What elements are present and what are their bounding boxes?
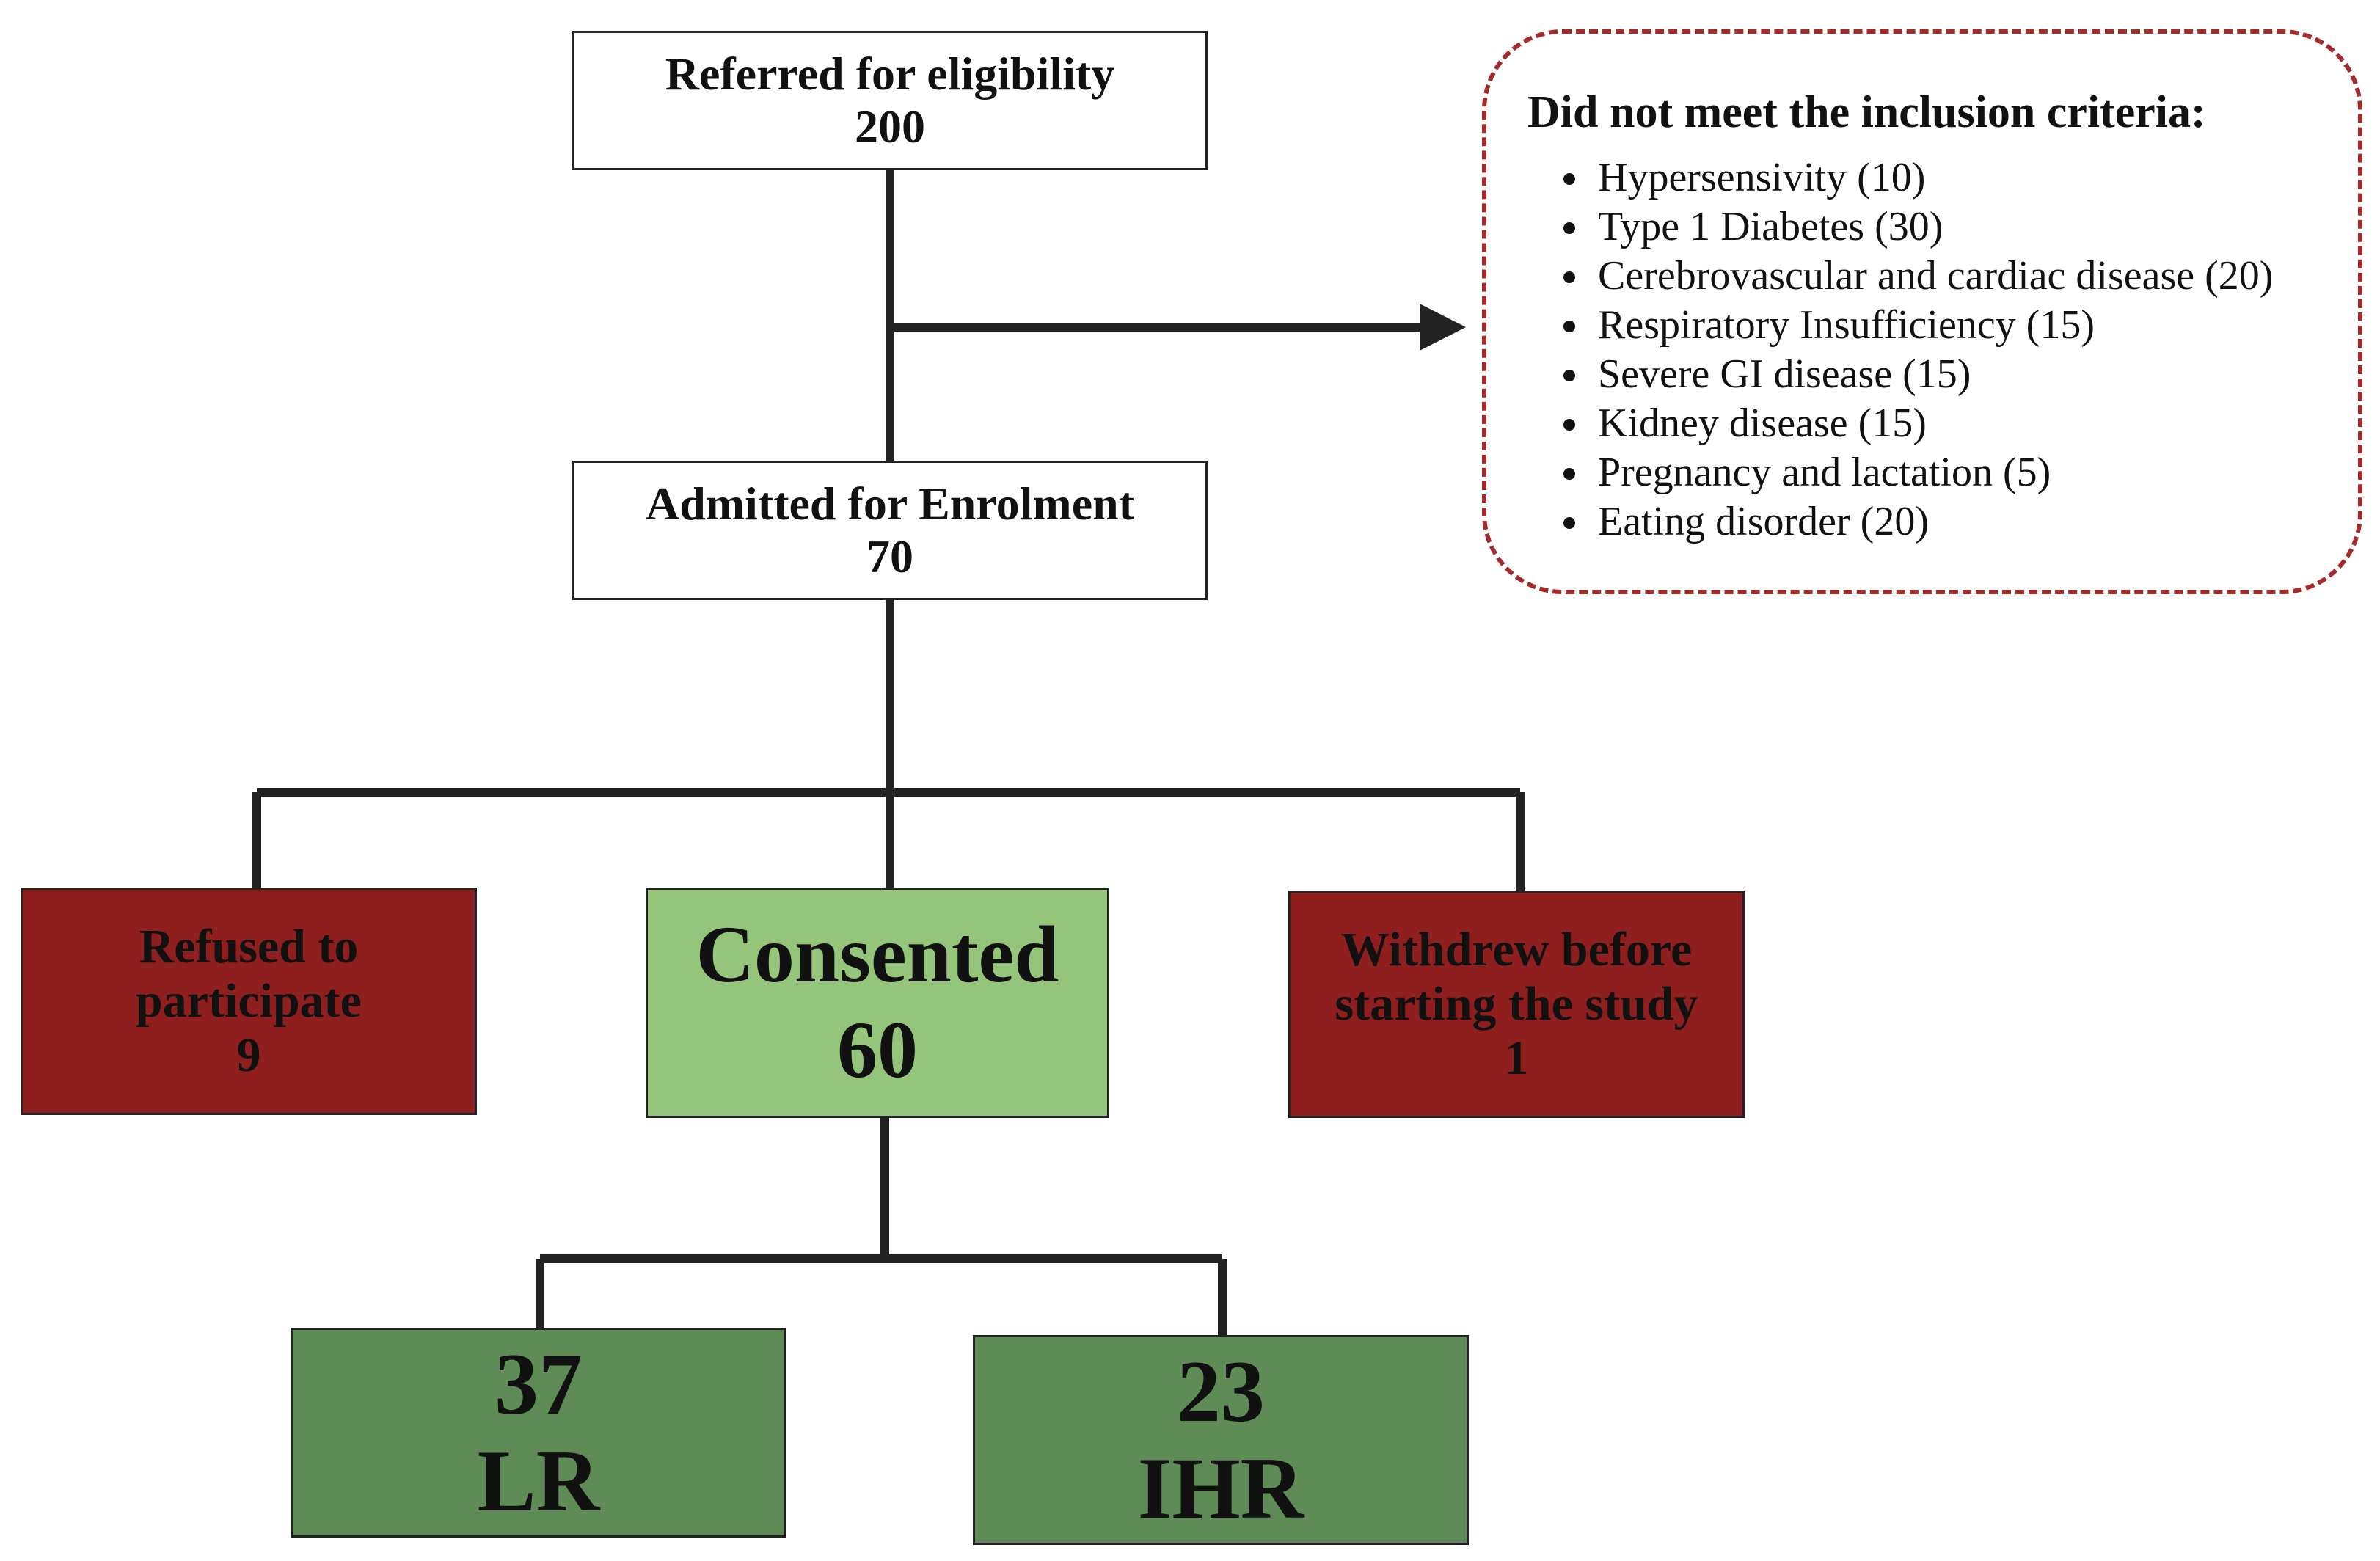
lr-label: LR [477, 1432, 600, 1529]
list-item: Type 1 Diabetes (30) [1592, 202, 2358, 252]
list-item: Respiratory Insufficiency (15) [1592, 301, 2358, 350]
consented-box: Consented 60 [646, 888, 1109, 1118]
list-item: Hypersensivity (10) [1592, 153, 2358, 202]
list-item: Eating disorder (20) [1592, 497, 2358, 546]
withdrew-box: Withdrew before starting the study 1 [1288, 891, 1745, 1118]
ihr-label: IHR [1137, 1439, 1304, 1537]
exclusion-title: Did not meet the inclusion criteria: [1527, 87, 2206, 137]
refused-count: 9 [236, 1028, 261, 1082]
withdrew-count: 1 [1504, 1031, 1529, 1085]
withdrew-label-line1: Withdrew before [1340, 923, 1693, 977]
list-item: Pregnancy and lactation (5) [1592, 448, 2358, 497]
admitted-label: Admitted for Enrolment [645, 478, 1135, 530]
referred-label: Referred for eligibility [665, 48, 1115, 100]
withdrew-label-line2: starting the study [1335, 977, 1698, 1031]
consented-label: Consented [696, 910, 1059, 1000]
consented-count: 60 [837, 1005, 918, 1094]
admitted-count: 70 [866, 530, 913, 582]
arrowhead-icon [1420, 304, 1466, 351]
list-item: Kidney disease (15) [1592, 399, 2358, 448]
list-item: Cerebrovascular and cardiac disease (20) [1592, 252, 2358, 301]
lr-count: 37 [494, 1335, 583, 1433]
exclusion-list: Hypersensivity (10) Type 1 Diabetes (30)… [1527, 153, 2358, 546]
admitted-box: Admitted for Enrolment 70 [572, 461, 1208, 600]
ihr-count: 23 [1177, 1342, 1265, 1440]
list-item: Severe GI disease (15) [1592, 350, 2358, 399]
refused-label-line2: participate [136, 974, 362, 1028]
exclusion-box: Did not meet the inclusion criteria: Hyp… [1482, 29, 2362, 594]
refused-box: Refused to participate 9 [21, 888, 477, 1115]
refused-label-line1: Refused to [139, 920, 359, 974]
referred-count: 200 [855, 100, 925, 153]
lr-group-box: 37 LR [291, 1328, 786, 1538]
referred-box: Referred for eligibility 200 [572, 31, 1208, 170]
ihr-group-box: 23 IHR [973, 1335, 1469, 1545]
